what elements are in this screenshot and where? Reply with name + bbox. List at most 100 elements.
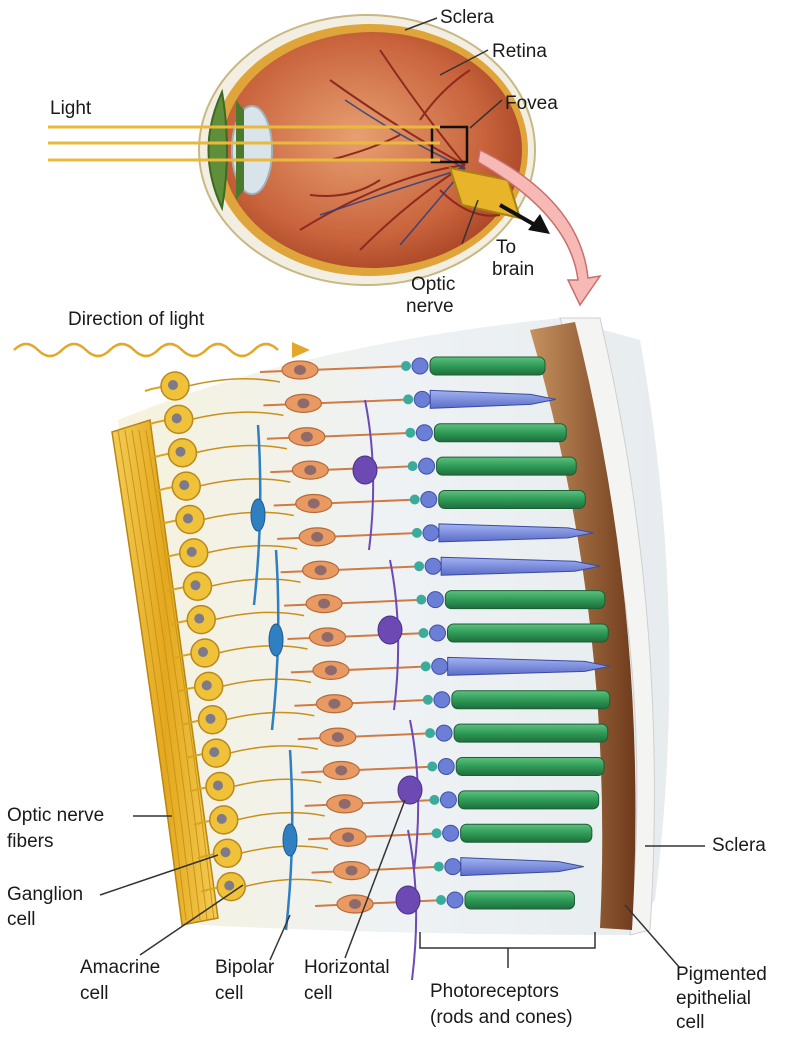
photoreceptor-synapse <box>421 661 431 671</box>
ganglion-nucleus <box>221 847 231 857</box>
ganglion-nucleus <box>179 480 189 490</box>
label-to-brain-line2: brain <box>492 258 534 281</box>
retina-block <box>112 318 669 980</box>
photoreceptor-synapse <box>436 895 446 905</box>
horizontal-cell <box>398 776 422 804</box>
ganglion-nucleus <box>176 447 186 457</box>
photoreceptor-synapse <box>429 795 439 805</box>
label-retina: Retina <box>492 40 547 63</box>
photoreceptor-nucleus <box>425 558 441 574</box>
iris <box>236 100 244 200</box>
bipolar-nucleus <box>297 398 309 408</box>
ganglion-nucleus <box>209 747 219 757</box>
label-optic-nerve-fibers-line2: fibers <box>7 830 53 853</box>
label-ganglion-line2: cell <box>7 908 36 931</box>
label-pigmented-line1: Pigmented <box>676 963 767 986</box>
label-optic-nerve-fibers-line1: Optic nerve <box>7 804 104 827</box>
label-horizontal-line1: Horizontal <box>304 956 390 979</box>
label-pigmented-line2: epithelial <box>676 987 751 1010</box>
bipolar-nucleus <box>315 565 327 575</box>
rod-cell <box>434 424 566 442</box>
rod-cell <box>437 457 577 475</box>
bipolar-nucleus <box>328 699 340 709</box>
bipolar-nucleus <box>335 766 347 776</box>
photoreceptor-synapse <box>425 728 435 738</box>
bipolar-nucleus <box>294 365 306 375</box>
rod-cell <box>456 758 604 776</box>
horizontal-cell <box>396 886 420 914</box>
photoreceptor-nucleus <box>438 759 454 775</box>
photoreceptor-nucleus <box>436 725 452 741</box>
rod-cell <box>458 791 598 809</box>
ganglion-nucleus <box>198 647 208 657</box>
label-photoreceptors-line2: (rods and cones) <box>430 1006 573 1029</box>
light-wave-arrowhead <box>292 342 310 358</box>
eyeball <box>199 15 535 285</box>
rod-cell <box>445 591 604 609</box>
ganglion-nucleus <box>213 781 223 791</box>
bipolar-nucleus <box>322 632 334 642</box>
label-optic-nerve-line2: nerve <box>406 295 454 318</box>
photoreceptor-synapse <box>403 394 413 404</box>
rod-cell <box>452 691 610 709</box>
label-horizontal-line2: cell <box>304 982 333 1005</box>
photoreceptor-nucleus <box>432 658 448 674</box>
bipolar-nucleus <box>318 599 330 609</box>
label-direction-of-light: Direction of light <box>68 308 204 331</box>
ganglion-nucleus <box>183 514 193 524</box>
photoreceptor-synapse <box>434 862 444 872</box>
label-to-brain-line1: To <box>496 236 516 259</box>
ganglion-nucleus <box>202 680 212 690</box>
rod-cell <box>454 724 608 742</box>
photoreceptor-nucleus <box>423 525 439 541</box>
photoreceptor-nucleus <box>419 458 435 474</box>
ganglion-nucleus <box>168 380 178 390</box>
photoreceptor-synapse <box>419 628 429 638</box>
ganglion-nucleus <box>206 714 216 724</box>
horizontal-cell <box>353 456 377 484</box>
photoreceptor-nucleus <box>427 592 443 608</box>
label-fovea: Fovea <box>505 92 558 115</box>
photoreceptor-synapse <box>410 495 420 505</box>
label-sclera-top: Sclera <box>440 6 494 29</box>
photoreceptor-synapse <box>423 695 433 705</box>
light-wave <box>14 344 278 356</box>
photoreceptor-synapse <box>401 361 411 371</box>
rod-cell <box>465 891 575 909</box>
bipolar-nucleus <box>346 866 358 876</box>
label-ganglion-line1: Ganglion <box>7 883 83 906</box>
photoreceptor-synapse <box>414 561 424 571</box>
bipolar-nucleus <box>304 465 316 475</box>
rod-cell <box>448 624 609 642</box>
photoreceptor-nucleus <box>447 892 463 908</box>
bipolar-nucleus <box>311 532 323 542</box>
photoreceptor-nucleus <box>414 391 430 407</box>
photoreceptor-synapse <box>405 428 415 438</box>
label-amacrine-line1: Amacrine <box>80 956 160 979</box>
photoreceptor-synapse <box>427 762 437 772</box>
label-photoreceptors-line1: Photoreceptors <box>430 980 559 1003</box>
bipolar-nucleus <box>349 899 361 909</box>
bipolar-nucleus <box>325 665 337 675</box>
photoreceptor-nucleus <box>430 625 446 641</box>
label-optic-nerve-line1: Optic <box>411 273 455 296</box>
photoreceptor-nucleus <box>440 792 456 808</box>
bipolar-nucleus <box>308 499 320 509</box>
ganglion-nucleus <box>194 614 204 624</box>
photoreceptor-nucleus <box>445 859 461 875</box>
photoreceptor-nucleus <box>416 425 432 441</box>
photoreceptor-nucleus <box>443 825 459 841</box>
ganglion-nucleus <box>187 547 197 557</box>
bipolar-nucleus <box>342 832 354 842</box>
ganglion-nucleus <box>224 881 234 891</box>
ganglion-nucleus <box>217 814 227 824</box>
photoreceptor-nucleus <box>421 492 437 508</box>
rod-cell <box>439 491 585 509</box>
horizontal-cell <box>378 616 402 644</box>
rod-cell <box>461 824 592 842</box>
label-light: Light <box>50 97 91 120</box>
bipolar-nucleus <box>332 732 344 742</box>
bipolar-nucleus <box>301 432 313 442</box>
